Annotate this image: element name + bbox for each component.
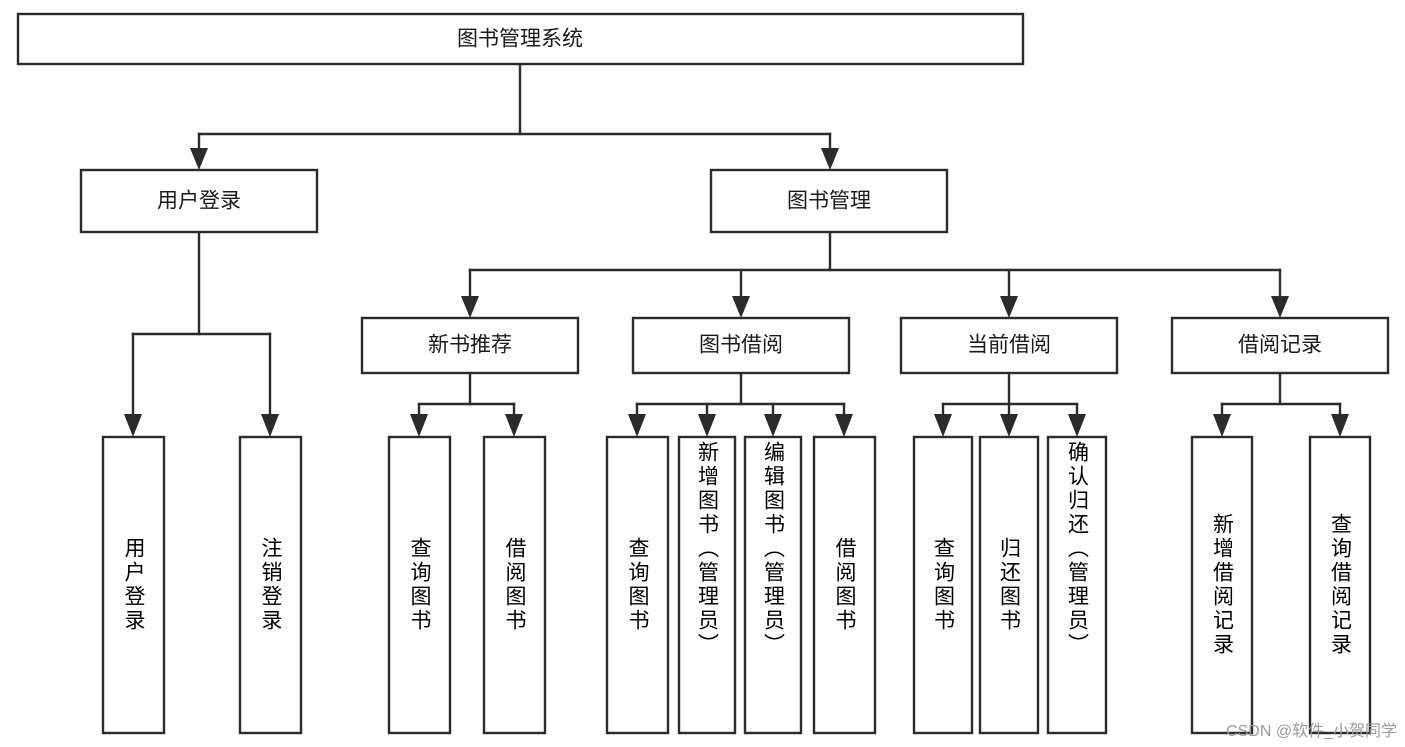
node-leaf-borrow-book-2[interactable]: 借阅图书 xyxy=(812,435,877,735)
arrowhead-leaf-query-book-1 xyxy=(410,414,428,437)
node-leaf-query-book-2-box[interactable] xyxy=(605,435,670,735)
arrowhead-book-borrow xyxy=(732,296,750,318)
arrowhead-leaf-return-book xyxy=(1000,414,1018,437)
node-leaf-user-login-label: 用户登录 xyxy=(122,537,145,633)
node-leaf-query-book-2-label: 查询图书 xyxy=(626,537,649,633)
node-root[interactable]: 图书管理系统 xyxy=(16,12,1025,66)
node-leaf-query-book-1[interactable]: 查询图书 xyxy=(387,435,452,735)
node-user-login[interactable]: 用户登录 xyxy=(79,168,319,234)
node-leaf-user-login[interactable]: 用户登录 xyxy=(101,435,166,735)
node-leaf-query-record-box[interactable] xyxy=(1308,435,1372,735)
node-book-borrow-box[interactable] xyxy=(631,316,851,375)
arrowhead-leaf-edit-book xyxy=(764,414,782,437)
node-leaf-borrow-book-1-label: 借阅图书 xyxy=(503,537,526,633)
node-leaf-add-record-box[interactable] xyxy=(1190,435,1254,735)
node-book-manage[interactable]: 图书管理 xyxy=(709,168,949,234)
arrowhead-leaf-confirm-return xyxy=(1068,414,1086,437)
arrowhead-leaf-borrow-book-1 xyxy=(505,414,523,437)
node-leaf-query-book-1-label: 查询图书 xyxy=(408,537,431,633)
node-current-borrow[interactable]: 当前借阅 xyxy=(899,316,1119,375)
node-leaf-add-book-box[interactable] xyxy=(677,435,737,735)
arrowhead-leaf-user-login xyxy=(124,414,142,437)
arrowhead-borrow-record xyxy=(1271,296,1289,318)
node-root-label: 图书管理系统 xyxy=(457,28,583,51)
node-new-book-recommend-label: 新书推荐 xyxy=(428,334,512,357)
node-leaf-query-book-1-box[interactable] xyxy=(387,435,452,735)
arrowhead-current-borrow xyxy=(1000,296,1018,318)
node-leaf-add-record-label: 新增借阅记录 xyxy=(1210,513,1234,657)
node-user-login-box[interactable] xyxy=(79,168,319,234)
node-book-manage-box[interactable] xyxy=(709,168,949,234)
node-current-borrow-label: 当前借阅 xyxy=(967,334,1051,357)
arrowhead-leaf-add-record xyxy=(1213,414,1231,437)
node-borrow-record[interactable]: 借阅记录 xyxy=(1170,316,1390,375)
node-leaf-logout-box[interactable] xyxy=(238,435,303,735)
node-borrow-record-box[interactable] xyxy=(1170,316,1390,375)
node-book-manage-label: 图书管理 xyxy=(787,190,871,213)
node-leaf-edit-book[interactable]: 编辑图书（管理员） xyxy=(743,435,803,735)
node-leaf-borrow-book-2-box[interactable] xyxy=(812,435,877,735)
node-leaf-return-book-label: 归还图书 xyxy=(997,537,1021,633)
node-leaf-query-record-label: 查询借阅记录 xyxy=(1328,513,1352,657)
node-current-borrow-box[interactable] xyxy=(899,316,1119,375)
node-root-box[interactable] xyxy=(16,12,1025,66)
node-leaf-logout[interactable]: 注销登录 xyxy=(238,435,303,735)
node-user-login-label: 用户登录 xyxy=(157,190,241,213)
arrowhead-leaf-borrow-book-2 xyxy=(835,414,853,437)
arrowhead-leaf-query-record xyxy=(1331,414,1349,437)
node-leaf-return-book-box[interactable] xyxy=(978,435,1040,735)
node-new-book-recommend[interactable]: 新书推荐 xyxy=(360,316,580,375)
node-leaf-edit-book-box[interactable] xyxy=(743,435,803,735)
connector-layer xyxy=(124,62,1349,437)
node-leaf-return-book[interactable]: 归还图书 xyxy=(978,435,1040,735)
node-leaf-query-book-3-box[interactable] xyxy=(912,435,974,735)
node-book-borrow[interactable]: 图书借阅 xyxy=(631,316,851,375)
node-leaf-confirm-return-label: 确认归还（管理员） xyxy=(1065,441,1089,657)
node-leaf-borrow-book-1[interactable]: 借阅图书 xyxy=(482,435,547,735)
arrowhead-leaf-add-book xyxy=(698,414,716,437)
node-leaf-add-record[interactable]: 新增借阅记录 xyxy=(1190,435,1254,735)
node-leaf-query-book-2[interactable]: 查询图书 xyxy=(605,435,670,735)
node-leaf-user-login-box[interactable] xyxy=(101,435,166,735)
node-leaf-edit-book-label: 编辑图书（管理员） xyxy=(761,441,785,657)
node-leaf-query-book-3[interactable]: 查询图书 xyxy=(912,435,974,735)
node-leaf-add-book[interactable]: 新增图书（管理员） xyxy=(677,435,737,735)
arrowhead-book-manage xyxy=(821,148,839,170)
node-leaf-borrow-book-2-label: 借阅图书 xyxy=(833,537,856,633)
node-leaf-query-book-3-label: 查询图书 xyxy=(931,537,955,633)
node-leaf-borrow-book-1-box[interactable] xyxy=(482,435,547,735)
node-leaf-add-book-label: 新增图书（管理员） xyxy=(695,441,719,657)
arrowhead-user-login xyxy=(190,148,208,170)
node-leaf-logout-label: 注销登录 xyxy=(259,537,282,633)
node-leaf-confirm-return[interactable]: 确认归还（管理员） xyxy=(1046,435,1108,735)
arrowhead-leaf-query-book-2 xyxy=(628,414,646,437)
node-leaf-query-record[interactable]: 查询借阅记录 xyxy=(1308,435,1372,735)
arrowhead-new-book-recommend xyxy=(461,296,479,318)
node-new-book-recommend-box[interactable] xyxy=(360,316,580,375)
node-leaf-confirm-return-box[interactable] xyxy=(1046,435,1108,735)
arrowhead-leaf-logout xyxy=(261,414,279,437)
arrowhead-leaf-query-book-3 xyxy=(934,414,952,437)
node-borrow-record-label: 借阅记录 xyxy=(1238,334,1322,357)
node-book-borrow-label: 图书借阅 xyxy=(699,334,783,357)
